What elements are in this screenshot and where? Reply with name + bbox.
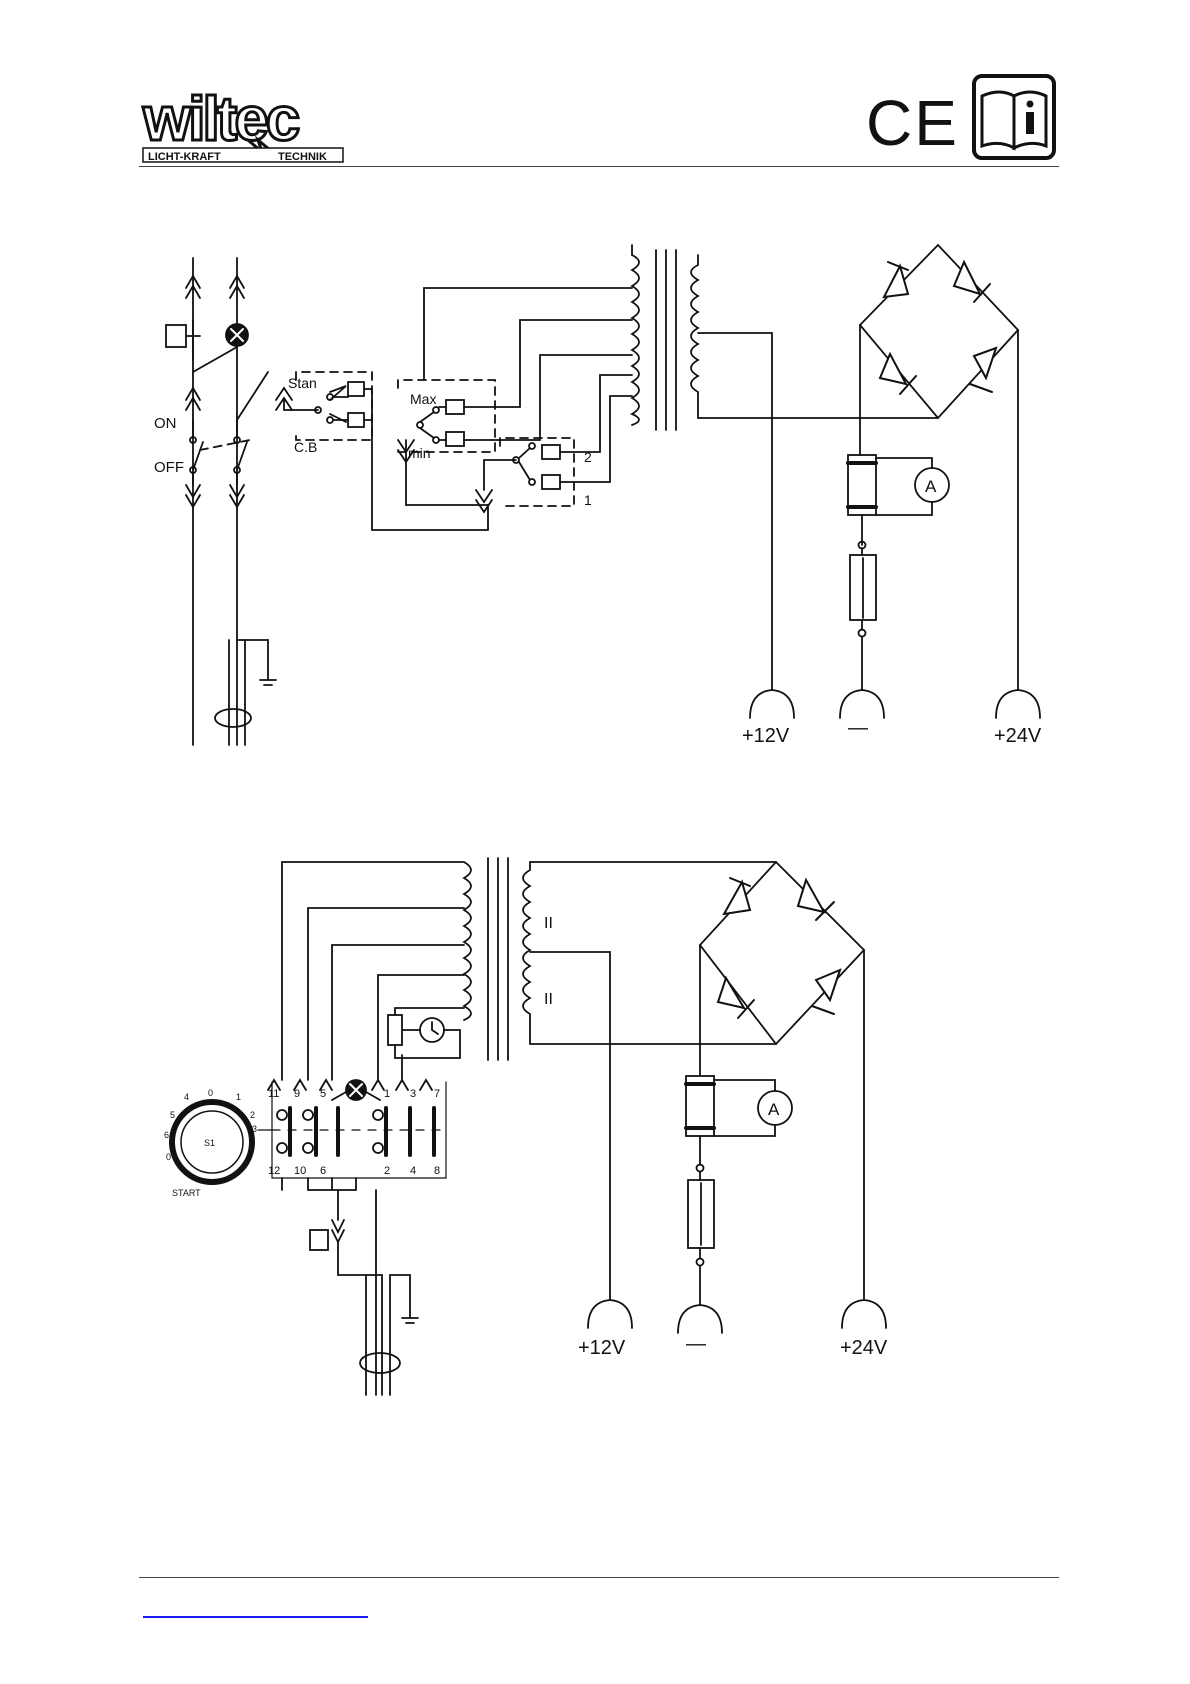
term-top-3: 1 [384, 1088, 390, 1100]
terminal-12v-2 [588, 1300, 632, 1328]
terminal-24v-2 [842, 1300, 886, 1328]
svg-text:0: 0 [166, 1152, 171, 1162]
term-top-5: 7 [434, 1088, 440, 1100]
svg-text:4: 4 [184, 1092, 189, 1102]
term-bottom-1: 10 [294, 1165, 306, 1177]
primary-winding-2 [464, 862, 471, 1020]
term-bottom-5: 8 [434, 1165, 440, 1177]
out-12v-label-2: +12V [578, 1337, 626, 1359]
term-bottom-4: 4 [410, 1165, 416, 1177]
term-top-1: 9 [294, 1088, 300, 1100]
term-bottom-2: 6 [320, 1165, 326, 1177]
secondary-label-2: II [544, 991, 553, 1008]
svg-text:0: 0 [208, 1088, 213, 1098]
term-bottom-0: 12 [268, 1165, 280, 1177]
terminal-minus-2 [678, 1305, 722, 1333]
rotary-switch-block: 11 9 5 1 3 7 12 10 6 2 4 8 [268, 1080, 446, 1190]
dial-center-label: S1 [204, 1138, 215, 1148]
rotary-dial-icon: S1 0 1 2 3 4 5 6 0 START [164, 1088, 272, 1198]
secondary-winding-2 [523, 862, 530, 1044]
out-24v-label-2: +24V [840, 1337, 888, 1359]
term-top-2: 5 [320, 1088, 326, 1100]
schematic-bottom: II II A +12V — +24V [0, 0, 1190, 1420]
diode-icons-2 [718, 878, 840, 1018]
svg-text:6: 6 [164, 1130, 169, 1140]
svg-text:3: 3 [252, 1124, 257, 1134]
thermal-switch-icon-2 [310, 1230, 328, 1250]
term-bottom-3: 2 [384, 1165, 390, 1177]
bridge-rectifier-2 [700, 862, 864, 1044]
ammeter-label-2: A [768, 1100, 780, 1119]
secondary-label-1: II [544, 915, 553, 932]
out-minus-label-2: — [686, 1333, 706, 1355]
dial-start-label: START [172, 1188, 201, 1198]
term-top-4: 3 [410, 1088, 416, 1100]
svg-text:2: 2 [250, 1110, 255, 1120]
footer-website-link[interactable] [143, 1616, 368, 1618]
svg-text:5: 5 [170, 1110, 175, 1120]
svg-text:1: 1 [236, 1092, 241, 1102]
footer-rule [139, 1577, 1059, 1578]
term-top-0: 11 [268, 1088, 279, 1100]
